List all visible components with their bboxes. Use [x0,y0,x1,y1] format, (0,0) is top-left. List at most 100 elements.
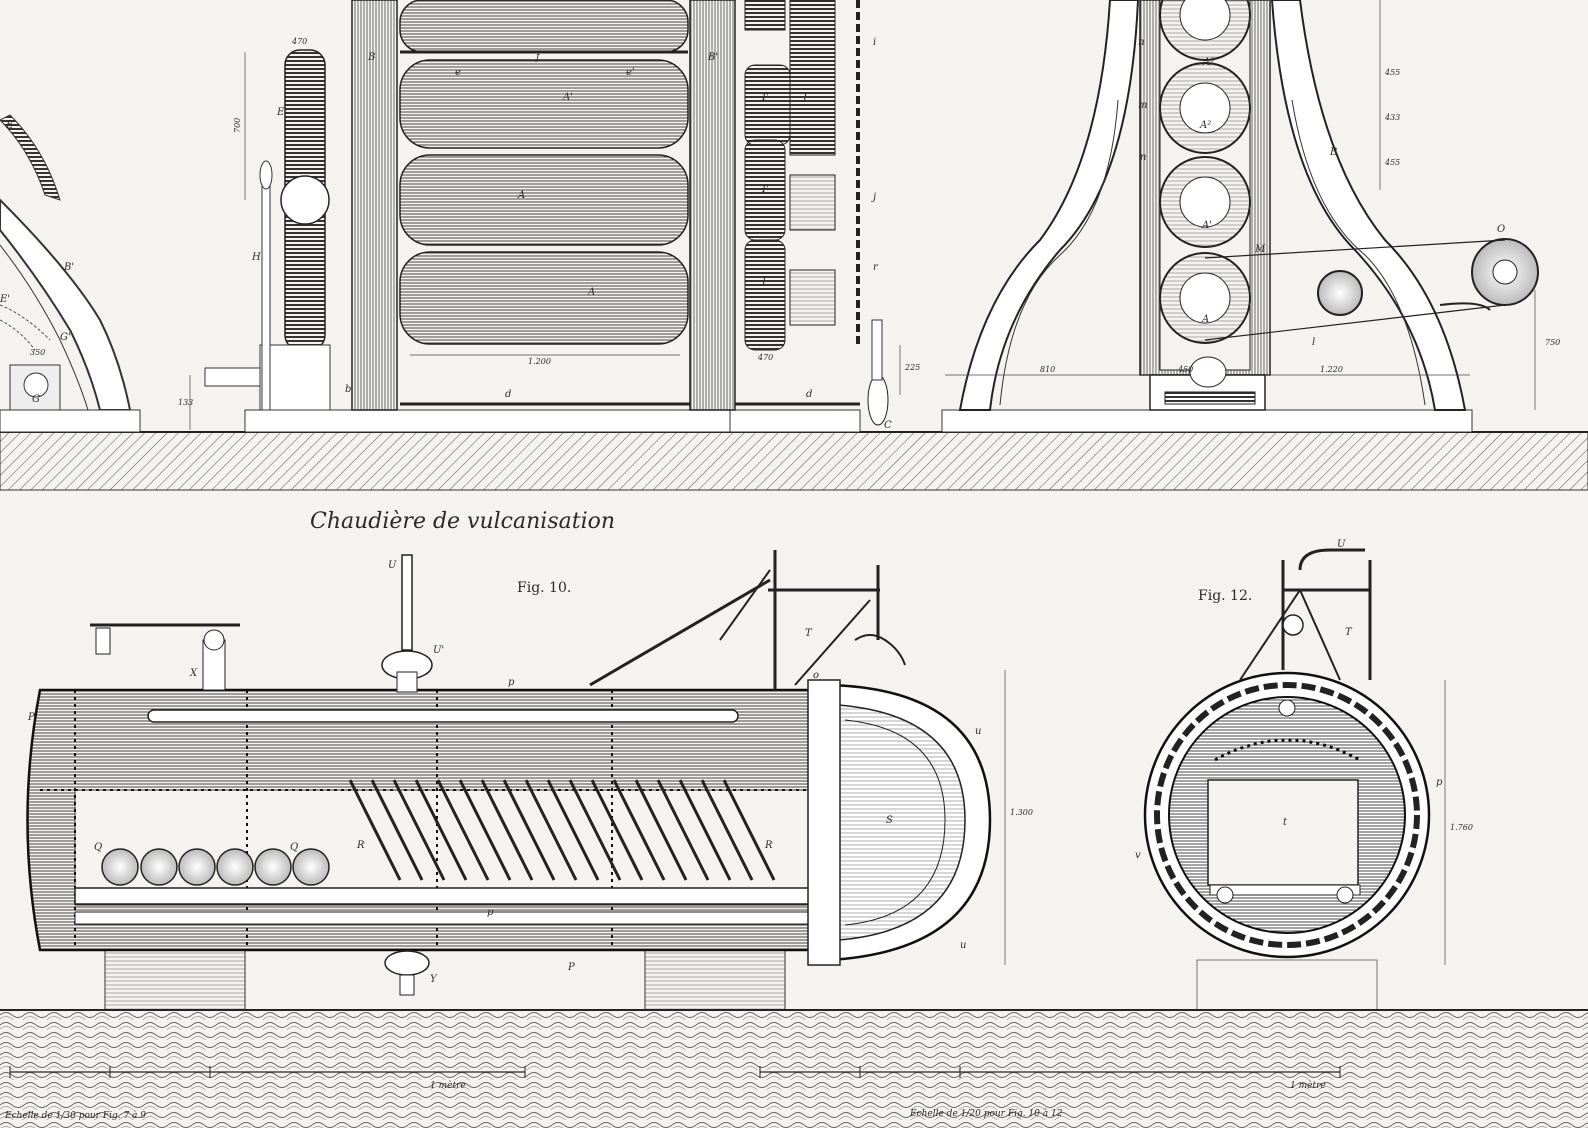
label-v12: v [1135,850,1141,861]
label-E-mid: E [276,107,285,118]
dim-1200: 1.200 [528,357,551,366]
dim-455a: 455 [1384,68,1400,77]
frame-B [351,0,398,411]
dim-1220: 1.220 [1320,365,1343,374]
label-C: C [884,420,892,431]
dim-350: 350 [30,348,45,357]
roller-sections [1159,0,1251,344]
label-U12: U [1337,539,1346,550]
label-A1: A' [1201,220,1212,231]
label-r: r [873,262,879,273]
label-R2: R [764,840,773,851]
lower-ground [0,1010,1588,1128]
dim-1760: 1.760 [1450,823,1473,832]
label-u1: u [975,726,981,737]
label-f: f [535,52,542,63]
label-R1: R [356,840,365,851]
label-G: G [32,394,40,405]
scale-caption-right: Echelle de 1/20 pour Fig. 10 à 12 [909,1108,1063,1119]
label-e-prime: e' [626,67,635,78]
label-P-left: P [27,712,35,723]
steam-coils [348,779,776,881]
upper-machines: E B' E' G' G 350 [0,0,1588,491]
label-A3: A³ [1202,57,1214,68]
fig-10-label: Fig. 10. [517,580,571,596]
dim-1300: 1.300 [1010,808,1033,817]
label-Q1: Q [94,842,102,853]
dim-470-b: 470 [757,353,773,362]
scale-right-unit: 1 mètre [1290,1080,1326,1091]
vulcanization-boiler-side: U U' X P p T o u u S Q Q R R p P Y 1.300 [26,550,1033,1011]
label-p-top: p [508,677,515,688]
fig-12-label: Fig. 12. [1198,588,1252,604]
calender-end-view: A³ A² A' A B n n m M O l 810 1.220 750 4… [941,0,1560,433]
label-I-prime: I' [761,92,769,103]
label-m: m [1138,100,1147,111]
label-P-bottom: P [567,962,575,973]
ground-and-scales: 1 mètre 1 mètre Echelle de 1/30 pour Fig… [0,1009,1588,1128]
label-G-prime: G' [60,332,71,343]
dim-810: 810 [1040,365,1055,374]
label-t12: t [1283,817,1288,828]
dim-455b: 455 [1384,158,1400,167]
label-d1: d [505,389,511,400]
boiler-door [807,679,992,966]
vulcanizing-load [1207,779,1359,886]
dim-450: 450 [1177,365,1193,374]
label-l: l [1312,337,1315,348]
label-T: T [805,628,813,639]
label-I: I [761,277,767,288]
dim-225: 225 [904,363,920,372]
upper-ground-band [0,431,1588,491]
label-J: J [801,92,808,103]
dim-700: 700 [233,118,242,133]
label-E-prime: E' [0,294,10,305]
vulcanization-boiler-section: U T t v p 1.760 [1135,539,1473,1011]
label-B: B [367,52,375,63]
label-A-prime-top: A' [562,92,573,103]
label-p12: p [1436,777,1443,788]
label-I-prime2: I' [761,184,769,195]
dim-433: 433 [1384,113,1400,122]
label-i: i [873,37,876,48]
calender-machine: B B' E H A' A A e e' f d d b C I' J I' I… [178,0,920,433]
label-H: H [251,252,261,263]
label-e: e [455,67,461,78]
label-O: O [1497,224,1505,235]
scale-caption-left: Echelle de 1/30 pour Fig. 7 à 9 [4,1110,146,1121]
label-M: M [1254,244,1266,255]
label-E: E [5,120,14,131]
label-n2: n [1140,152,1146,163]
dim-470-a: 470 [291,37,307,46]
label-o-door: o [813,670,819,681]
calender-rollers [399,0,689,345]
label-B-prime-mid: B' [707,52,718,63]
dim-750: 750 [1545,338,1560,347]
label-A2: A² [1199,120,1211,131]
label-A-mid: A [517,190,525,201]
label-A0: A [1201,314,1209,325]
label-j: j [871,192,876,203]
label-A-low: A [587,287,595,298]
label-U: U [388,560,397,571]
label-d2: d [806,389,812,400]
label-b: b [345,384,351,395]
scale-left-unit: 1 mètre [430,1080,466,1091]
section-title: Chaudière de vulcanisation [310,509,615,534]
label-p-low: p [487,907,494,918]
label-B-prime: B' [63,262,74,273]
label-X: X [189,668,198,679]
label-U-prime: U' [433,645,444,656]
label-T12: T [1345,627,1353,638]
label-B-right: B [1329,147,1337,158]
label-u2: u [960,940,966,951]
rubber-rolls [101,848,330,886]
dim-133: 133 [178,398,193,407]
label-Q2: Q [290,842,298,853]
label-S: S [886,815,893,826]
label-n1: n [1138,37,1144,48]
left-frame-fragment: E B' E' G' G 350 [0,114,141,433]
label-Y: Y [430,974,438,985]
frame-B-prime [689,0,736,411]
